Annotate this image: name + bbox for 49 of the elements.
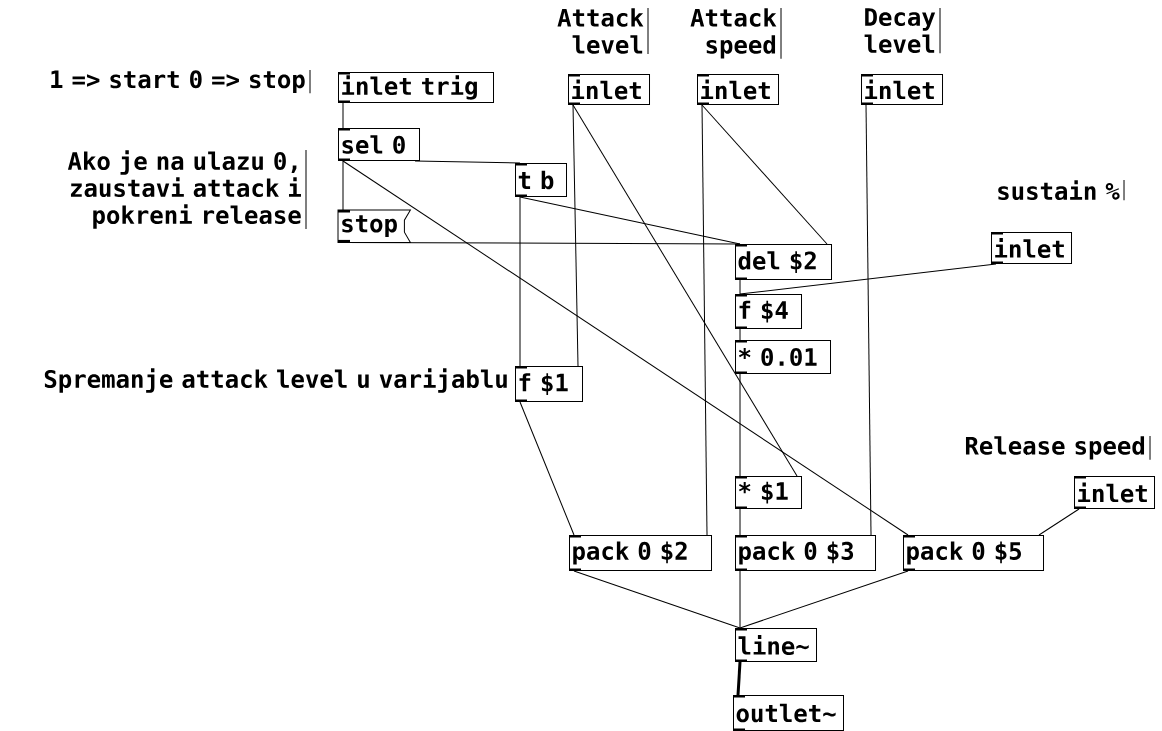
connection-line (342, 241, 741, 245)
object-box: * 0.01 (735, 340, 831, 374)
object-box: del $2 (735, 244, 832, 280)
message-box: stop (337, 209, 411, 243)
connection-line (519, 196, 521, 367)
object-box: inlet (991, 232, 1072, 264)
object-box: f $1 (515, 366, 583, 402)
object-box: sel 0 (338, 128, 420, 161)
comment: Attack speed (690, 7, 782, 60)
object-box: pack 0 $2 (569, 535, 712, 571)
object-box: t b (515, 163, 567, 197)
object-box: pack 0 $5 (903, 535, 1044, 571)
connection-line (572, 104, 579, 367)
connection-line (701, 104, 708, 536)
object-box: outlet~ (733, 695, 844, 731)
comment: Ako je na ulazu 0, zaustavi attack i pokreni release (67, 149, 307, 230)
comment: Attack level (557, 7, 649, 55)
object-box: inlet (697, 74, 779, 105)
connection-line (739, 328, 741, 341)
connection-line (342, 160, 909, 536)
connection-line (739, 570, 741, 629)
connection-line (342, 102, 344, 129)
object-box: pack 0 $3 (735, 535, 876, 571)
connection-line (739, 263, 997, 295)
connection-line (865, 104, 872, 536)
connection-line (572, 104, 798, 477)
connection-line (701, 104, 828, 245)
connection-line (342, 160, 344, 211)
connection-line (739, 508, 741, 536)
connection-line (739, 570, 909, 629)
object-box: inlet (1074, 476, 1155, 509)
object-box: line~ (735, 628, 817, 662)
comment: Decay level (864, 7, 941, 54)
object-box: inlet (861, 74, 943, 105)
object-box: f $4 (735, 294, 802, 329)
connection-line (739, 279, 741, 295)
connection-line (573, 570, 741, 629)
connection-line (519, 401, 575, 536)
comment: Spremanje attack level u varijablu (44, 368, 507, 393)
connection-line (739, 373, 741, 477)
object-box: inlet (568, 74, 650, 105)
connection-line (736, 661, 742, 696)
comment: Release speed (965, 435, 1151, 461)
object-box: inlet trig (338, 72, 494, 103)
comment: 1 => start 0 => stop (51, 69, 311, 94)
comment: sustain % (998, 179, 1125, 201)
connection-line (414, 160, 521, 164)
connection-line (1038, 508, 1080, 536)
object-box: * $1 (735, 476, 802, 509)
